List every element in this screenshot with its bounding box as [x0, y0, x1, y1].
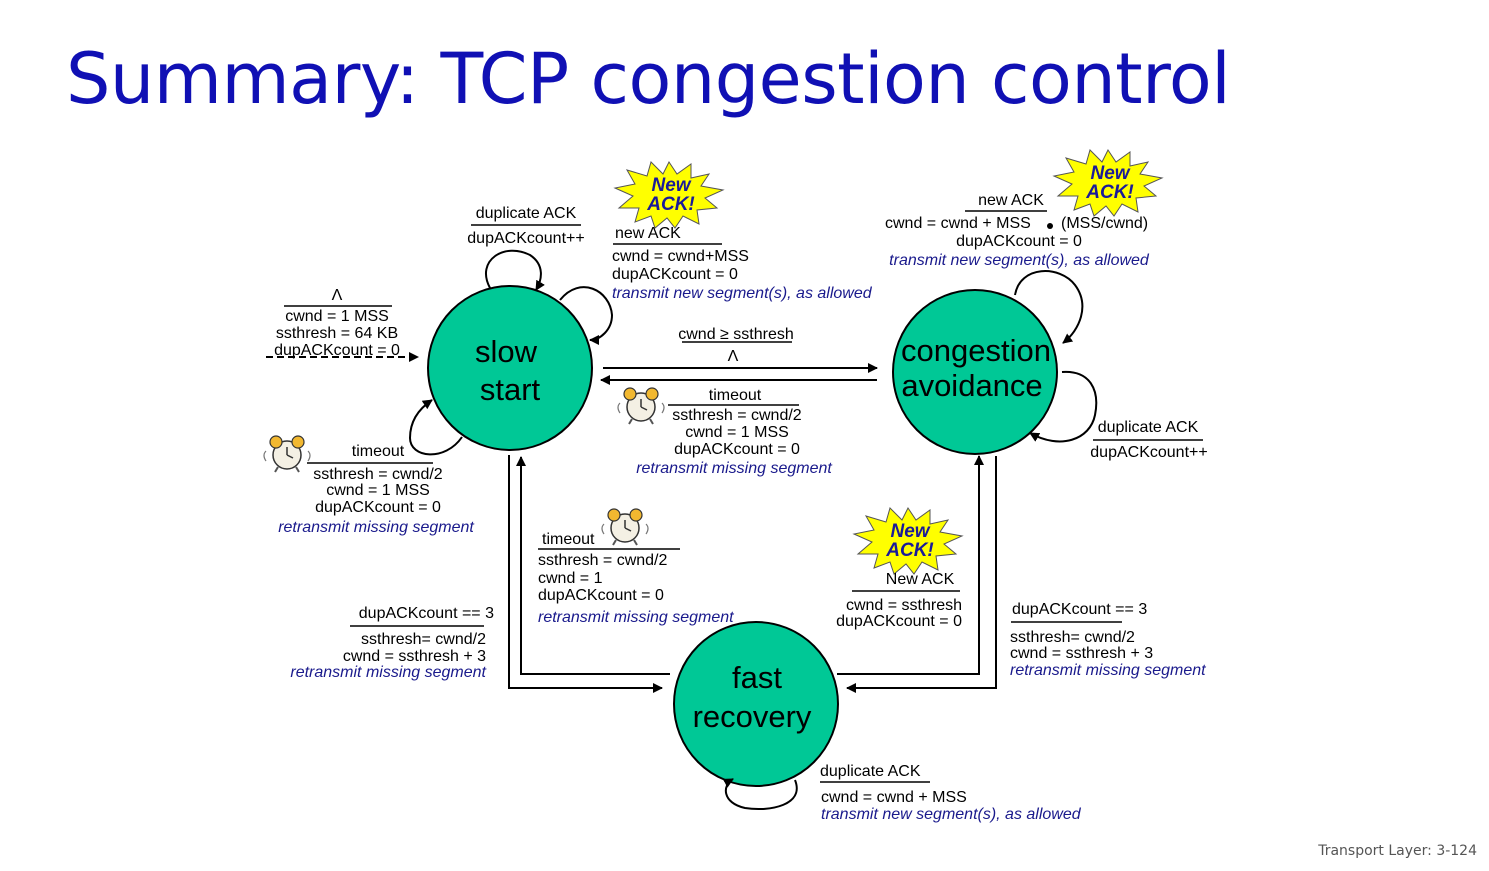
fr-dup-italic: transmit new segment(s), as allowed	[821, 806, 1082, 823]
arrow-fr-to-ss	[516, 456, 670, 675]
burst-text: New	[651, 175, 691, 196]
ca-newack-event: new ACK	[978, 192, 1044, 209]
burst-text: ACK!	[1085, 182, 1134, 203]
fr-to-ss-italic: retransmit missing segment	[538, 609, 734, 626]
ca-to-fr-event: dupACKcount == 3	[1012, 601, 1147, 618]
state-label: start	[480, 372, 541, 407]
fr-to-ca-event: New ACK	[886, 571, 955, 588]
alarm-clock-icon	[617, 387, 665, 425]
state-fast-recovery: fast recovery	[673, 621, 839, 787]
ss-newack-italic: transmit new segment(s), as allowed	[612, 285, 873, 302]
alarm-clock-icon	[601, 508, 649, 546]
ss-timeout-italic: retransmit missing segment	[278, 519, 474, 536]
state-label: avoidance	[901, 368, 1042, 403]
ca-to-fr-italic: retransmit missing segment	[1010, 662, 1206, 679]
ss-newack-action: dupACKcount = 0	[612, 266, 738, 283]
ca-to-ss-italic: retransmit missing segment	[636, 460, 832, 477]
ss-to-fr-italic: retransmit missing segment	[290, 664, 486, 681]
ss-dup-event: duplicate ACK	[476, 205, 577, 222]
ca-to-ss-action: dupACKcount = 0	[674, 441, 800, 458]
burst-text: New	[1090, 163, 1130, 184]
multiply-dot-icon	[1047, 223, 1053, 229]
state-congestion-avoidance: congestion avoidance	[892, 289, 1058, 455]
state-slow-start: slow start	[427, 285, 593, 451]
ss-dup-loop	[485, 249, 545, 291]
ca-newack-italic: transmit new segment(s), as allowed	[889, 252, 1150, 269]
slide-footer: Transport Layer: 3-124	[1318, 843, 1477, 859]
ss-to-ca-action: Λ	[728, 348, 739, 365]
fr-to-ss-action: cwnd = 1	[538, 570, 603, 587]
new-ack-burst: New ACK!	[852, 507, 964, 575]
ca-newack-action: dupACKcount = 0	[956, 233, 1082, 250]
fr-to-ca-action: cwnd = ssthresh	[846, 597, 962, 614]
burst-text: ACK!	[885, 540, 934, 561]
ca-to-ss-action: ssthresh = cwnd/2	[672, 407, 802, 424]
ca-to-fr-action: ssthresh= cwnd/2	[1010, 629, 1135, 646]
init-action: ssthresh = 64 KB	[276, 325, 398, 342]
ca-dup-event: duplicate ACK	[1098, 419, 1199, 436]
ss-timeout-event: timeout	[352, 443, 405, 460]
ca-to-fr-action: cwnd = ssthresh + 3	[1010, 645, 1153, 662]
fr-to-ca-action: dupACKcount = 0	[836, 613, 962, 630]
new-ack-burst: New ACK!	[613, 161, 725, 229]
ca-to-ss-event: timeout	[709, 387, 762, 404]
ss-newack-loop	[559, 286, 614, 345]
ss-to-ca-event: cwnd ≥ ssthresh	[678, 326, 794, 343]
init-event: Λ	[332, 287, 343, 304]
ca-dup-loop	[1029, 370, 1098, 443]
ss-dup-action: dupACKcount++	[467, 230, 584, 247]
arrow-fr-to-ca	[837, 455, 984, 675]
init-action: dupACKcount = 0	[274, 342, 400, 359]
burst-text: ACK!	[646, 194, 695, 215]
fr-dup-loop	[722, 778, 798, 811]
fr-to-ss-action: ssthresh = cwnd/2	[538, 552, 668, 569]
fr-to-ss-event: timeout	[542, 531, 595, 548]
alarm-clock-icon	[263, 435, 311, 473]
ca-newack-loop	[1014, 270, 1084, 344]
ss-timeout-action: dupACKcount = 0	[315, 499, 441, 516]
fr-dup-action: cwnd = cwnd + MSS	[821, 789, 967, 806]
ca-dup-action: dupACKcount++	[1090, 444, 1207, 461]
arrow-ss-to-fr	[508, 455, 663, 693]
ss-newack-action: cwnd = cwnd+MSS	[612, 248, 749, 265]
state-label: recovery	[693, 699, 812, 734]
ss-timeout-action: ssthresh = cwnd/2	[313, 466, 443, 483]
ca-newack-action: cwnd = cwnd + MSS	[885, 215, 1031, 232]
init-action: cwnd = 1 MSS	[285, 308, 389, 325]
new-ack-burst: New ACK!	[1052, 149, 1164, 217]
ss-to-fr-action: cwnd = ssthresh + 3	[343, 648, 486, 665]
fr-to-ss-action: dupACKcount = 0	[538, 587, 664, 604]
burst-text: New	[890, 521, 930, 542]
ss-to-fr-event: dupACKcount == 3	[359, 605, 494, 622]
ca-newack-action: (MSS/cwnd)	[1061, 215, 1148, 232]
state-label: congestion	[901, 333, 1051, 368]
state-label: fast	[732, 660, 782, 695]
arrow-ca-to-fr	[846, 456, 997, 693]
fr-dup-event: duplicate ACK	[820, 763, 921, 780]
ss-to-fr-action: ssthresh= cwnd/2	[361, 631, 486, 648]
ca-to-ss-action: cwnd = 1 MSS	[685, 424, 789, 441]
ss-timeout-action: cwnd = 1 MSS	[326, 482, 430, 499]
ss-newack-event: new ACK	[615, 225, 681, 242]
state-label: slow	[475, 334, 538, 369]
ss-timeout-loop	[408, 399, 463, 456]
page-title: Summary: TCP congestion control	[66, 38, 1231, 120]
